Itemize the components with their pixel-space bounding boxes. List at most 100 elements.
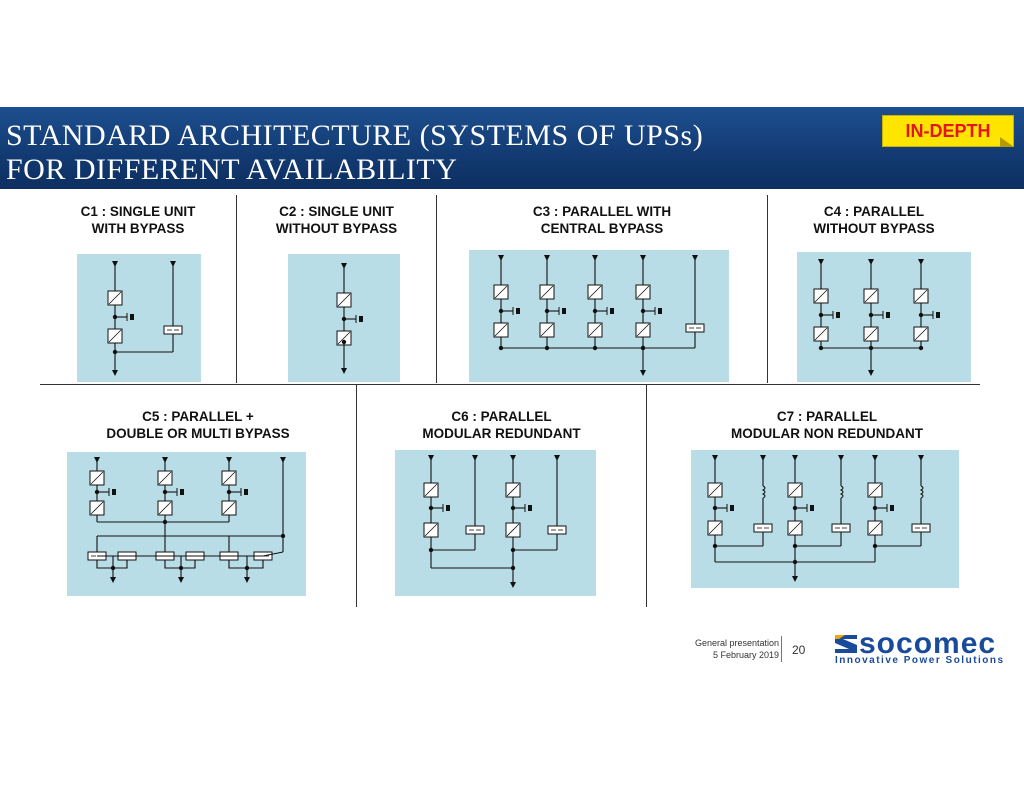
arrow-down-icon bbox=[341, 368, 347, 374]
rectifier-icon-slash bbox=[868, 483, 882, 497]
battery-icon bbox=[836, 312, 840, 318]
battery-icon bbox=[610, 308, 614, 314]
battery-icon bbox=[359, 316, 363, 322]
rectifier-icon-slash bbox=[506, 483, 520, 497]
battery-icon bbox=[130, 314, 134, 320]
static-switch-icon bbox=[753, 523, 773, 533]
arrow-down-icon bbox=[792, 455, 798, 461]
inductor-icon bbox=[919, 485, 924, 499]
rectifier-icon-slash bbox=[494, 285, 508, 299]
rectifier-icon-slash bbox=[864, 289, 878, 303]
rectifier-icon-slash bbox=[708, 483, 722, 497]
diagram-c4 bbox=[797, 252, 971, 382]
arrow-down-icon bbox=[868, 370, 874, 376]
diagram-c1 bbox=[77, 254, 201, 382]
inverter-icon-slash bbox=[540, 323, 554, 337]
page-number: 20 bbox=[792, 643, 806, 657]
arrow-down-icon bbox=[640, 370, 646, 376]
arrow-down-icon bbox=[692, 255, 698, 261]
arrow-down-icon bbox=[544, 255, 550, 261]
rectifier-icon-slash bbox=[222, 471, 236, 485]
divider-c5-c6 bbox=[356, 385, 357, 607]
diagram-c5 bbox=[67, 452, 306, 596]
arrow-down-icon bbox=[226, 457, 232, 463]
battery-icon bbox=[730, 505, 734, 511]
socomec-mark-icon bbox=[835, 635, 857, 653]
inductor-icon bbox=[839, 485, 844, 499]
rectifier-icon-slash bbox=[108, 291, 122, 305]
divider-c2-c3 bbox=[436, 195, 437, 383]
battery-icon bbox=[890, 505, 894, 511]
inverter-icon-slash bbox=[90, 501, 104, 515]
static-switch-icon bbox=[547, 525, 567, 535]
inverter-icon-slash bbox=[108, 329, 122, 343]
rectifier-icon-slash bbox=[814, 289, 828, 303]
arrow-down-icon bbox=[428, 455, 434, 461]
battery-icon bbox=[244, 489, 248, 495]
caption-c5: C5 : PARALLEL +DOUBLE OR MULTI BYPASS bbox=[106, 409, 290, 441]
inverter-icon-slash bbox=[864, 327, 878, 341]
arrow-down-icon bbox=[244, 577, 250, 583]
battery-icon bbox=[936, 312, 940, 318]
arrow-down-icon bbox=[498, 255, 504, 261]
static-switch-icon bbox=[831, 523, 851, 533]
battery-icon bbox=[180, 489, 184, 495]
static-switch-icon bbox=[465, 525, 485, 535]
footer-date: 5 February 2019 bbox=[712, 650, 779, 660]
slide-title: STANDARD ARCHITECTURE (SYSTEMS OF UPSs) … bbox=[6, 119, 703, 187]
diagram-c7 bbox=[691, 450, 959, 588]
arrow-down-icon bbox=[510, 455, 516, 461]
title-banner: STANDARD ARCHITECTURE (SYSTEMS OF UPSs) … bbox=[0, 107, 1024, 189]
static-switch-icon bbox=[685, 323, 705, 333]
brand-tagline: Innovative Power Solutions bbox=[835, 655, 1005, 666]
junction-dot bbox=[872, 543, 878, 549]
in-depth-badge: IN-DEPTH bbox=[882, 115, 1014, 147]
rectifier-icon-slash bbox=[588, 285, 602, 299]
battery-icon bbox=[658, 308, 662, 314]
arrow-down-icon bbox=[178, 577, 184, 583]
inverter-icon-slash bbox=[158, 501, 172, 515]
arrow-down-icon bbox=[592, 255, 598, 261]
arrow-down-icon bbox=[818, 259, 824, 265]
inverter-icon-slash bbox=[814, 327, 828, 341]
arrow-down-icon bbox=[792, 576, 798, 582]
static-switch-icon bbox=[911, 523, 931, 533]
slide-title-line1: STANDARD ARCHITECTURE (SYSTEMS OF UPSs) bbox=[6, 119, 704, 152]
inductor-icon bbox=[761, 485, 766, 499]
arrow-down-icon bbox=[112, 370, 118, 376]
arrow-down-icon bbox=[341, 263, 347, 269]
rectifier-icon-slash bbox=[337, 293, 351, 307]
battery-icon bbox=[810, 505, 814, 511]
inverter-icon-slash bbox=[868, 521, 882, 535]
arrow-down-icon bbox=[760, 455, 766, 461]
divider-c3-c4 bbox=[767, 195, 768, 383]
diagram-c2 bbox=[288, 254, 400, 382]
divider-c6-c7 bbox=[646, 385, 647, 607]
brand-name: socomec bbox=[859, 627, 997, 660]
battery-icon bbox=[528, 505, 532, 511]
arrow-down-icon bbox=[110, 577, 116, 583]
arrow-down-icon bbox=[472, 455, 478, 461]
arrow-down-icon bbox=[162, 457, 168, 463]
arrow-down-icon bbox=[112, 261, 118, 267]
rectifier-icon-slash bbox=[424, 483, 438, 497]
diagram-c6 bbox=[395, 450, 596, 596]
inverter-icon-slash bbox=[588, 323, 602, 337]
arrow-down-icon bbox=[170, 261, 176, 267]
inverter-icon-slash bbox=[506, 523, 520, 537]
static-switch-icon bbox=[163, 325, 183, 335]
rectifier-icon-slash bbox=[788, 483, 802, 497]
arrow-down-icon bbox=[868, 259, 874, 265]
battery-icon bbox=[446, 505, 450, 511]
rectifier-icon-slash bbox=[540, 285, 554, 299]
footer-info: General presentation 5 February 2019 bbox=[695, 637, 779, 661]
arrow-down-icon bbox=[712, 455, 718, 461]
battery-icon bbox=[886, 312, 890, 318]
footer-presentation: General presentation bbox=[694, 638, 779, 648]
